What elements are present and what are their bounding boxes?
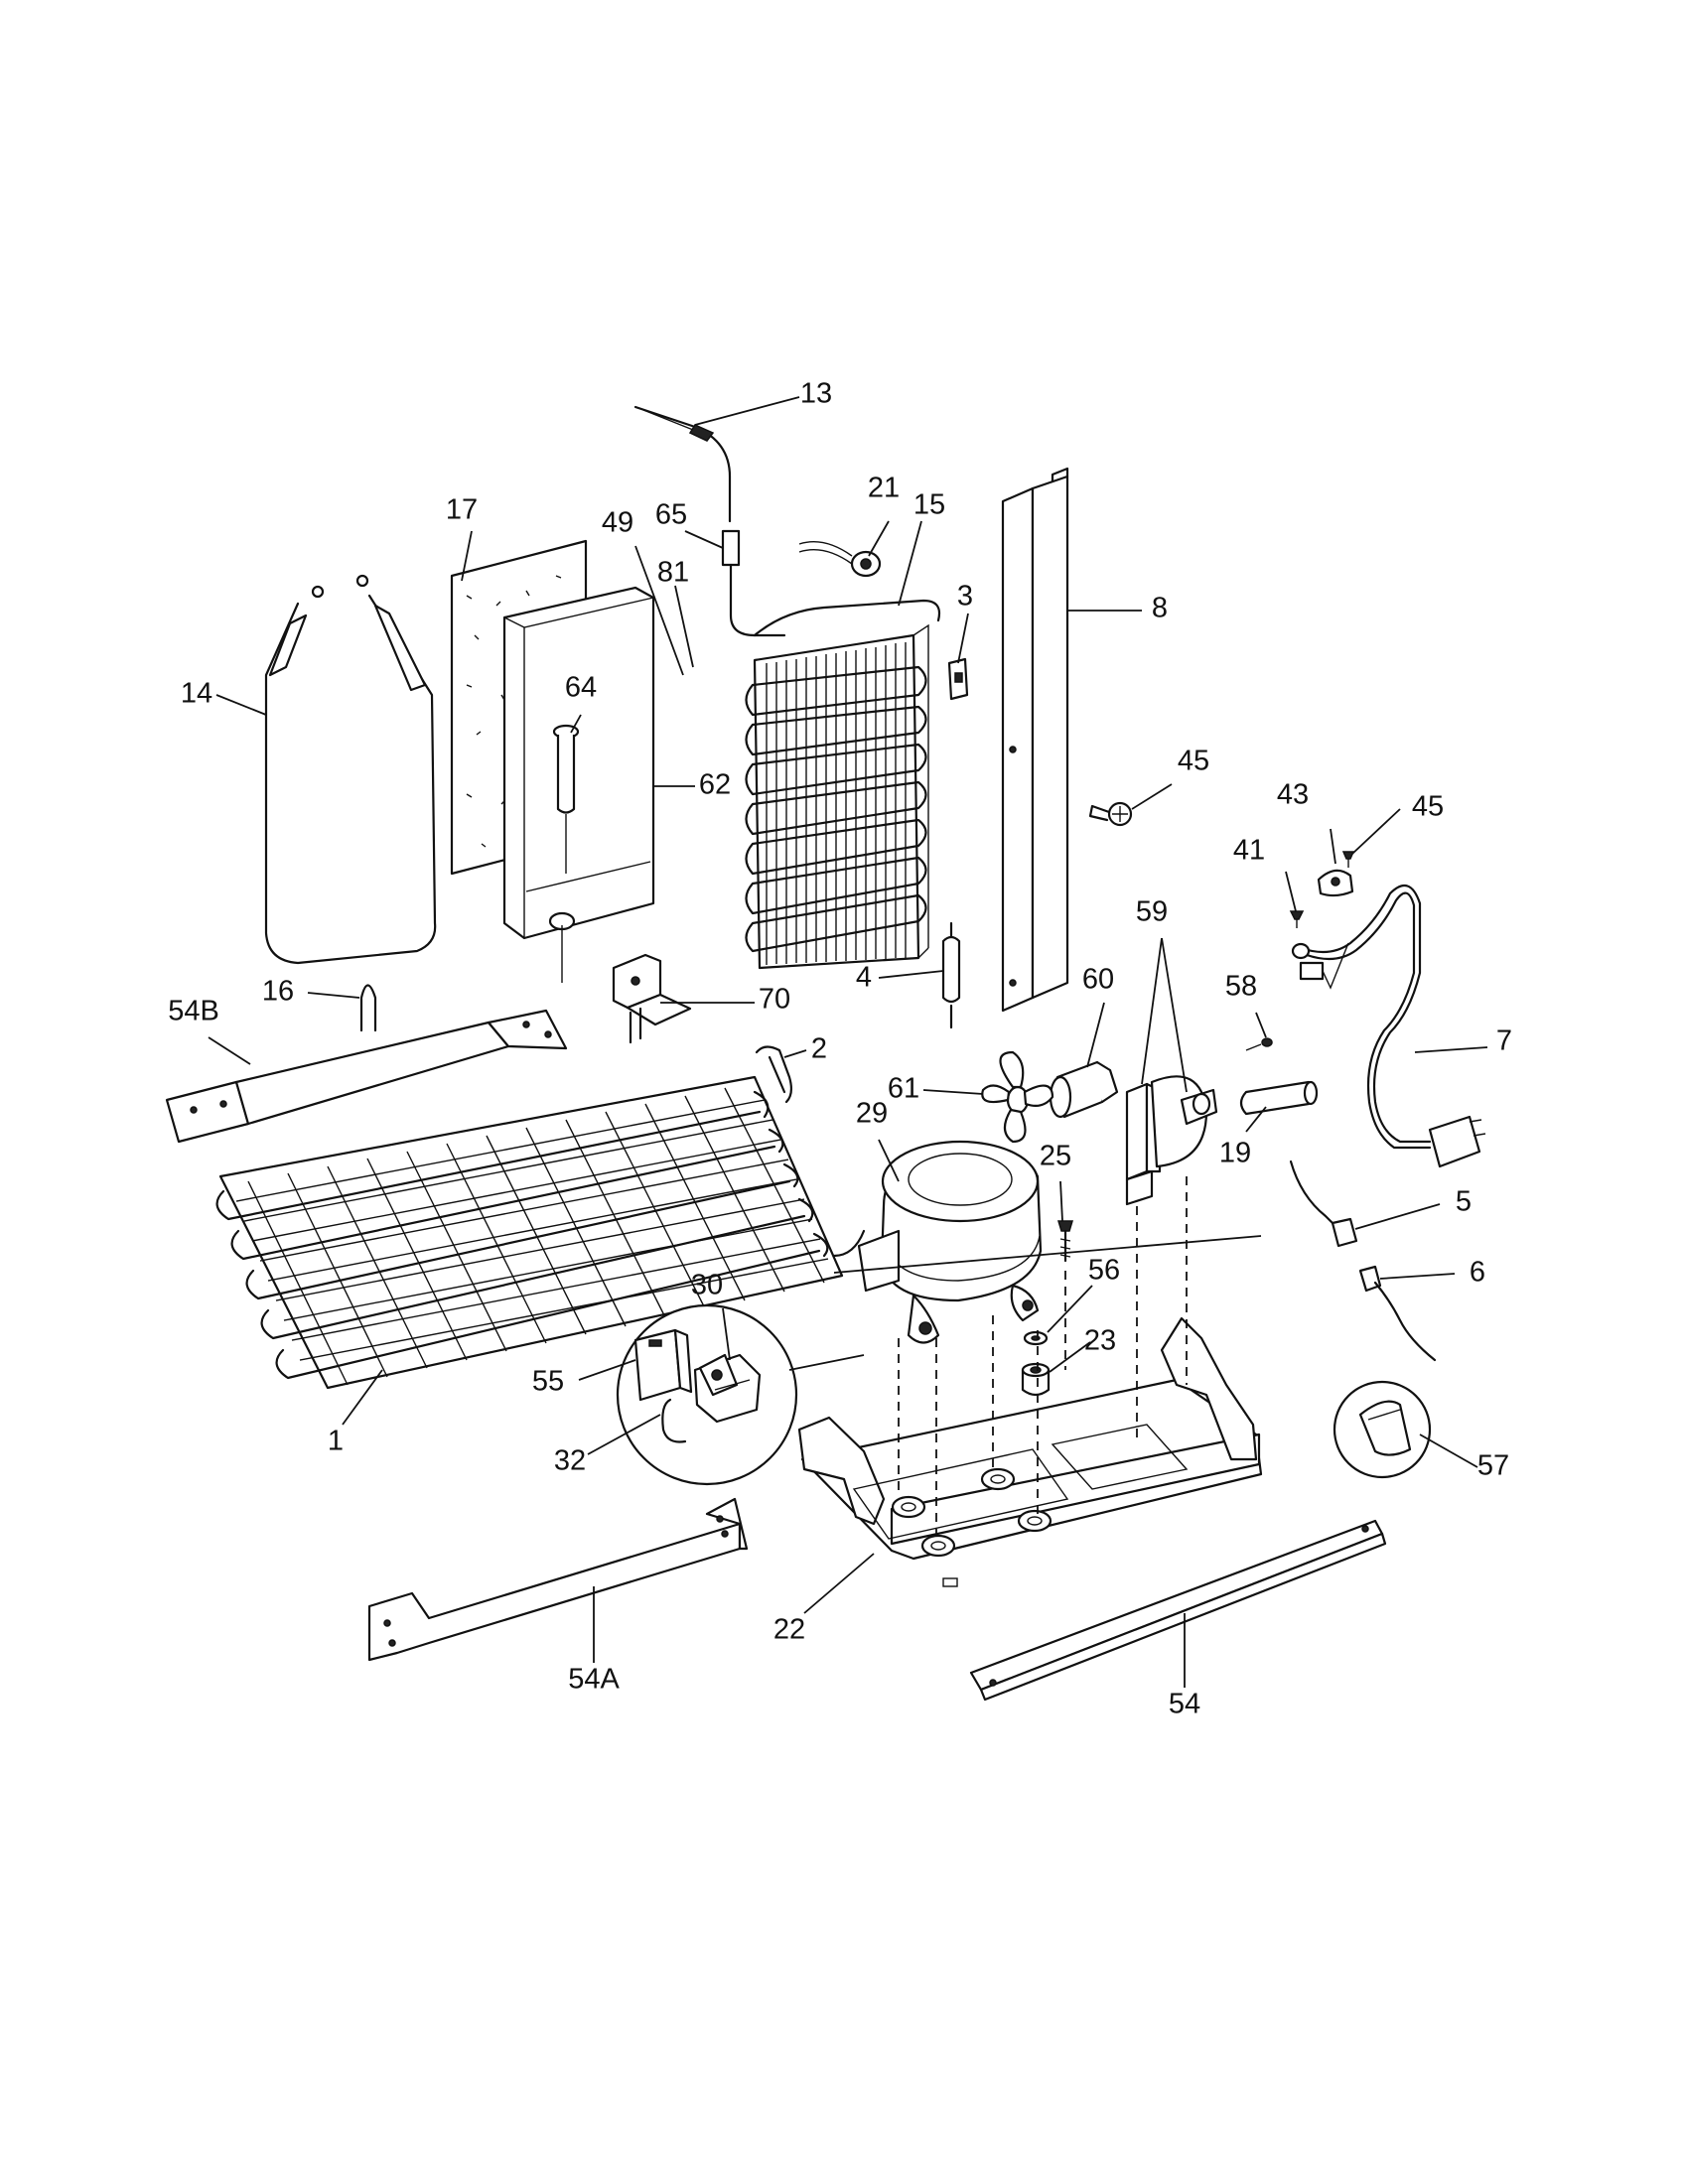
label-4: 4 xyxy=(856,962,872,994)
label-30: 30 xyxy=(691,1270,723,1301)
part-65-tube-connector xyxy=(721,529,786,637)
part-5-connector xyxy=(1289,1160,1358,1248)
label-21: 21 xyxy=(868,473,900,504)
part-8-channel xyxy=(1001,467,1069,1013)
label-5: 5 xyxy=(1456,1186,1472,1218)
part-43-terminal xyxy=(1317,869,1354,897)
label-3: 3 xyxy=(957,581,973,613)
label-29: 29 xyxy=(856,1098,888,1130)
part-23-grommet xyxy=(1021,1362,1051,1397)
part-61-fan-blade xyxy=(981,1050,1054,1144)
label-43: 43 xyxy=(1277,779,1309,811)
part-64-drain-tube xyxy=(552,724,580,874)
label-19: 19 xyxy=(1219,1138,1251,1169)
part-57-callout xyxy=(1333,1380,1432,1479)
part-45-screw xyxy=(1088,801,1133,827)
part-16-clip xyxy=(359,984,377,1032)
label-8: 8 xyxy=(1152,593,1168,624)
label-17: 17 xyxy=(446,494,478,526)
label-45a: 45 xyxy=(1178,746,1209,777)
label-49: 49 xyxy=(602,507,633,539)
label-60: 60 xyxy=(1082,964,1114,996)
label-58: 58 xyxy=(1225,971,1257,1003)
label-1: 1 xyxy=(328,1426,344,1457)
part-7-power-cord xyxy=(1291,884,1486,1168)
part-22-base-tray xyxy=(797,1316,1263,1587)
part-29-compressor xyxy=(857,1140,1043,1344)
part-55-capacitor xyxy=(633,1328,693,1402)
part-6-connector xyxy=(1358,1265,1437,1362)
part-25-bolt xyxy=(1056,1220,1074,1263)
part-2-spring-clip xyxy=(755,1045,793,1104)
label-56: 56 xyxy=(1088,1255,1120,1287)
part-41-screw xyxy=(1289,910,1305,928)
label-16: 16 xyxy=(262,976,294,1008)
label-23: 23 xyxy=(1084,1325,1116,1357)
condenser-wire-mesh xyxy=(235,1087,829,1386)
part-45b-screw xyxy=(1341,851,1355,868)
label-13: 13 xyxy=(800,378,832,410)
part-labels: 13 21 15 17 49 65 81 3 8 14 64 62 45 43 … xyxy=(168,378,1512,1720)
part-54A-brace xyxy=(367,1497,749,1662)
label-25: 25 xyxy=(1040,1141,1071,1172)
part-32-clip xyxy=(661,1398,687,1443)
label-54A: 54A xyxy=(568,1664,620,1696)
label-45b: 45 xyxy=(1412,791,1444,823)
label-81: 81 xyxy=(657,557,689,589)
label-54B: 54B xyxy=(168,996,219,1027)
label-7: 7 xyxy=(1496,1025,1512,1057)
part-19-tube xyxy=(1239,1080,1319,1116)
label-55: 55 xyxy=(532,1366,564,1398)
part-30-relay xyxy=(693,1353,762,1424)
part-21-thermistor xyxy=(798,541,882,578)
part-15-evaporator xyxy=(745,599,941,970)
label-32: 32 xyxy=(554,1445,586,1477)
evaporator-fins xyxy=(766,642,907,965)
label-54: 54 xyxy=(1169,1689,1200,1720)
tray-mount-grommets xyxy=(891,1467,1052,1558)
part-70-bracket xyxy=(612,953,692,1044)
condenser-tube-loops xyxy=(215,1090,829,1380)
part-14-heater xyxy=(264,574,437,965)
part-54-rail xyxy=(969,1519,1387,1702)
label-22: 22 xyxy=(773,1614,805,1646)
label-6: 6 xyxy=(1470,1257,1485,1289)
label-41: 41 xyxy=(1233,835,1265,867)
part-3-clip xyxy=(947,657,969,701)
relay-detail-callout xyxy=(616,1303,865,1486)
label-15: 15 xyxy=(913,489,945,521)
label-64: 64 xyxy=(565,672,597,704)
label-2: 2 xyxy=(811,1033,827,1065)
label-70: 70 xyxy=(759,984,790,1016)
leader-lines xyxy=(208,396,1488,1688)
part-4-drier xyxy=(941,921,961,1029)
part-58-screw xyxy=(1245,1037,1273,1051)
part-54B-brace xyxy=(165,1009,568,1144)
label-65: 65 xyxy=(655,499,687,531)
label-61: 61 xyxy=(888,1073,919,1105)
part-59-fan-bracket xyxy=(1125,1075,1218,1206)
part-60-fan-motor xyxy=(1031,1060,1119,1119)
label-57: 57 xyxy=(1477,1450,1509,1482)
part-13-capillary-probe xyxy=(633,405,732,523)
label-59: 59 xyxy=(1136,896,1168,928)
label-14: 14 xyxy=(181,678,212,710)
label-62: 62 xyxy=(699,769,731,801)
evaporator-tube-loops xyxy=(745,665,927,953)
part-1-condenser xyxy=(215,1075,866,1390)
part-62-drain-box xyxy=(502,586,655,983)
part-56-washer xyxy=(1023,1330,1049,1346)
